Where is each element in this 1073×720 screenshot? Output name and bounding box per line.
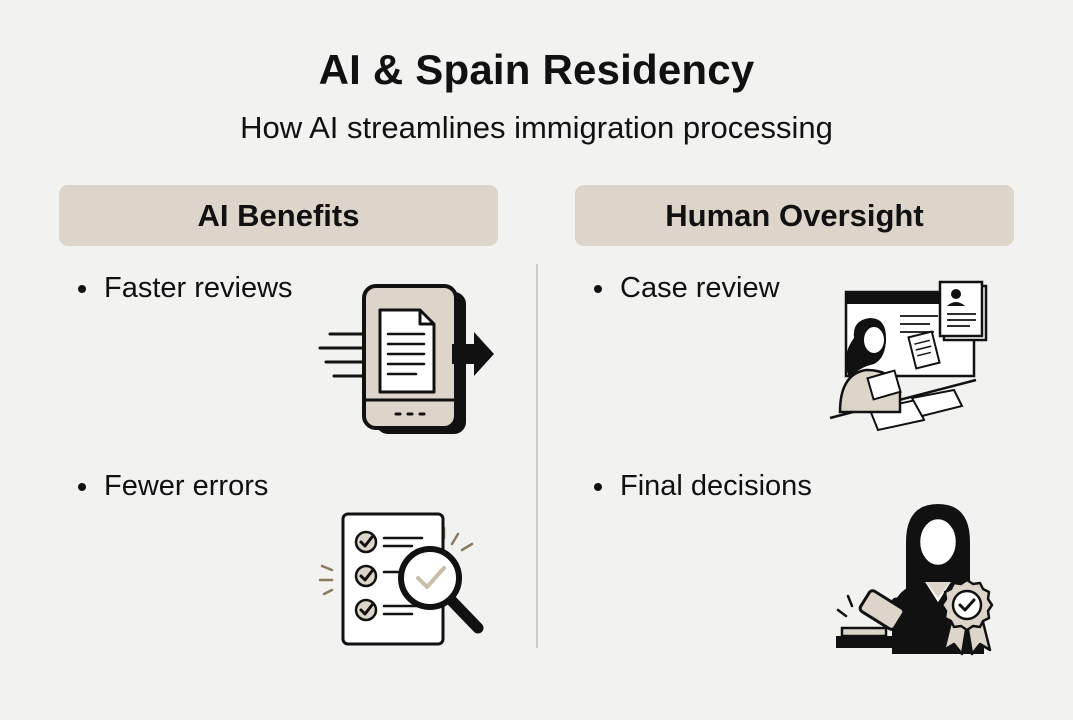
page-title: AI & Spain Residency	[318, 46, 755, 93]
judge-gavel-seal-icon	[834, 502, 998, 656]
bullet-dot	[594, 482, 602, 491]
bullet-dot	[78, 284, 86, 293]
bullet-faster-reviews: Faster reviews	[78, 272, 293, 305]
bullet-fewer-errors: Fewer errors	[78, 470, 268, 503]
checklist-magnifier-icon	[318, 508, 488, 648]
bullet-case-review: Case review	[594, 272, 780, 305]
bullet-dot	[594, 284, 602, 293]
bullet-label: Faster reviews	[104, 272, 293, 304]
column-divider	[536, 264, 538, 648]
bullet-label: Final decisions	[620, 470, 812, 502]
officer-reviewing-documents-icon	[826, 280, 996, 438]
bullet-label: Fewer errors	[104, 470, 269, 502]
bullet-label: Case review	[620, 272, 780, 304]
bullet-final-decisions: Final decisions	[594, 470, 812, 503]
bullet-dot	[78, 482, 86, 491]
human-oversight-header: Human Oversight	[575, 185, 1014, 246]
fast-document-processing-icon	[316, 282, 496, 438]
page-subtitle: How AI streamlines immigration processin…	[240, 110, 833, 145]
ai-benefits-header: AI Benefits	[59, 185, 498, 246]
